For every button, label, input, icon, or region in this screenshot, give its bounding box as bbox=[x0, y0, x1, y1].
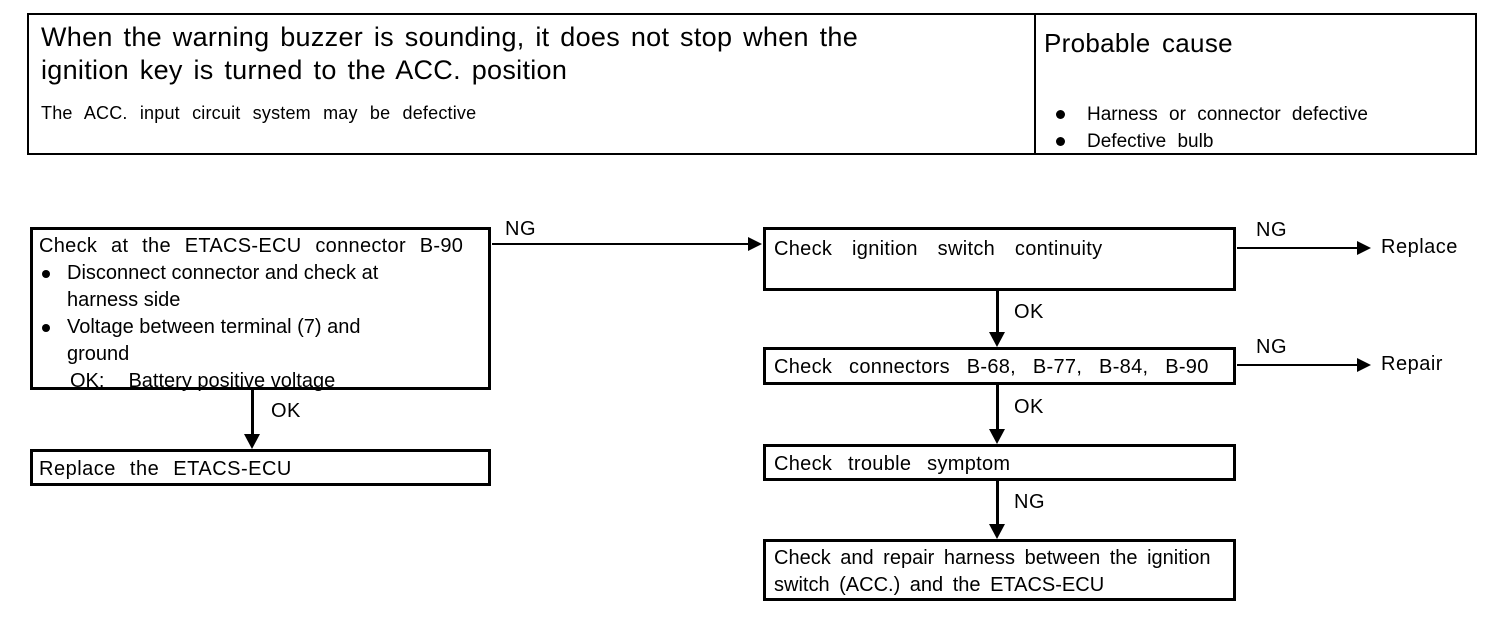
symptom-cause-table: When the warning buzzer is sounding, it … bbox=[27, 13, 1477, 155]
symptom-title: When the warning buzzer is sounding, it … bbox=[41, 22, 859, 85]
probable-cause-item: Defective bulb bbox=[1044, 128, 1465, 155]
edge-label-ng: NG bbox=[1256, 336, 1287, 358]
flow-box-check-trouble-symptom: Check trouble symptom bbox=[763, 444, 1236, 481]
flow-box-bullet: Disconnect connector and check at harnes… bbox=[39, 260, 483, 314]
ok-condition-label: OK: bbox=[70, 370, 105, 392]
ok-condition-row: OK: Battery positive voltage bbox=[70, 368, 483, 395]
edge-label-ok: OK bbox=[1014, 396, 1044, 418]
arrowhead-down-icon bbox=[989, 429, 1005, 444]
arrowhead-down-icon bbox=[989, 524, 1005, 539]
arrow-line-trouble-to-harness bbox=[996, 480, 999, 525]
flow-bullet-text: Disconnect connector and check at harnes… bbox=[67, 262, 379, 311]
probable-cause-title: Probable cause bbox=[1044, 28, 1233, 58]
bullet-icon bbox=[42, 270, 50, 278]
arrow-line-connectors-to-trouble bbox=[996, 384, 999, 430]
bullet-icon bbox=[42, 324, 50, 332]
arrowhead-down-icon bbox=[989, 332, 1005, 347]
bullet-icon bbox=[1056, 137, 1065, 146]
arrowhead-right-icon bbox=[1357, 241, 1371, 255]
edge-label-ok: OK bbox=[1014, 301, 1044, 323]
probable-cause-text: Defective bulb bbox=[1087, 131, 1214, 152]
arrow-line-etacs-to-ignition bbox=[492, 243, 750, 245]
flow-box-title: Check at the ETACS-ECU connector B-90 bbox=[39, 235, 464, 257]
flow-box-check-connectors: Check connectors B-68, B-77, B-84, B-90 bbox=[763, 347, 1236, 385]
bullet-icon bbox=[1056, 110, 1065, 119]
arrowhead-down-icon bbox=[244, 434, 260, 449]
edge-label-ng: NG bbox=[505, 218, 536, 240]
probable-cause-item: Harness or connector defective bbox=[1044, 101, 1465, 128]
probable-cause-cell: Probable cause Harness or connector defe… bbox=[1034, 15, 1475, 153]
edge-label-ok: OK bbox=[271, 400, 301, 422]
symptom-cell: When the warning buzzer is sounding, it … bbox=[29, 15, 1034, 153]
probable-cause-text: Harness or connector defective bbox=[1087, 104, 1368, 125]
flow-box-ignition-switch-continuity: Check ignition switch continuity bbox=[763, 227, 1236, 291]
flow-bullet-text: Voltage between terminal (7) and ground bbox=[67, 316, 361, 365]
flow-box-check-repair-harness: Check and repair harness between the ign… bbox=[763, 539, 1236, 601]
terminal-repair-label: Repair bbox=[1381, 353, 1443, 375]
terminal-replace-label: Replace bbox=[1381, 236, 1458, 258]
ok-condition-value: Battery positive voltage bbox=[128, 370, 336, 392]
arrow-line-ignition-to-replace bbox=[1237, 247, 1359, 249]
probable-cause-list: Harness or connector defective Defective… bbox=[1044, 101, 1465, 155]
flow-box-replace-etacs: Replace the ETACS-ECU bbox=[30, 449, 491, 486]
edge-label-ng: NG bbox=[1014, 491, 1045, 513]
flow-box-etacs-connector-check: Check at the ETACS-ECU connector B-90 Di… bbox=[30, 227, 491, 392]
symptom-detail: The ACC. input circuit system may be def… bbox=[41, 103, 477, 123]
arrow-line-etacs-to-replace-ecu bbox=[251, 390, 254, 436]
flow-box-bullet: Voltage between terminal (7) and ground bbox=[39, 314, 483, 368]
arrowhead-right-icon bbox=[1357, 358, 1371, 372]
arrowhead-right-icon bbox=[748, 237, 762, 251]
edge-label-ng: NG bbox=[1256, 219, 1287, 241]
arrow-line-ignition-to-connectors bbox=[996, 290, 999, 334]
arrow-line-connectors-to-repair bbox=[1237, 364, 1359, 366]
